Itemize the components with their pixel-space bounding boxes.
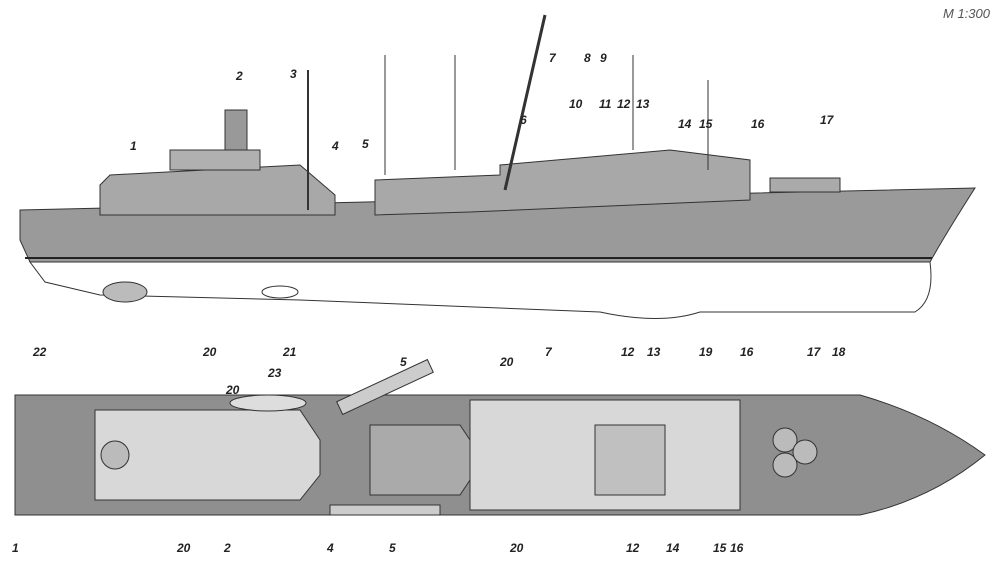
callout-side-18: 18: [832, 345, 846, 359]
callout-plan-13: 13: [647, 345, 661, 359]
plan-liferafts-stbd: [329, 504, 441, 516]
callout-side-9: 9: [600, 51, 607, 65]
callout-side-10: 10: [569, 97, 583, 111]
plan-rbu-2: [772, 452, 798, 478]
plan-superstructure-fore: [94, 409, 321, 501]
radar-mast: [224, 109, 248, 151]
propeller: [102, 281, 148, 303]
callout-plan-20: 20: [499, 355, 514, 369]
callout-plan-15: 15: [713, 541, 727, 555]
callout-plan-17: 17: [807, 345, 822, 359]
callout-plan-12: 12: [621, 345, 635, 359]
callout-side-2: 2: [235, 69, 243, 83]
callout-side-4: 4: [331, 139, 339, 153]
callout-side-12: 12: [617, 97, 631, 111]
callout-side-8: 8: [584, 51, 591, 65]
callout-side-7: 7: [549, 51, 557, 65]
plan-liferafts-port: [336, 358, 434, 416]
callout-plan-4: 4: [326, 541, 334, 555]
callout-side-19: 19: [699, 345, 713, 359]
plan-view: [14, 358, 986, 516]
callout-side-1: 1: [130, 139, 137, 153]
callout-plan-23: 23: [267, 366, 282, 380]
callout-plan-12: 12: [626, 541, 640, 555]
side-hull-underwater: [29, 261, 932, 319]
callout-plan-16: 16: [730, 541, 744, 555]
sonar-dome: [261, 285, 299, 299]
callout-plan-5: 5: [389, 541, 396, 555]
callout-side-5: 5: [362, 137, 369, 151]
callout-side-16: 16: [751, 117, 765, 131]
plan-deckhouse: [594, 424, 666, 496]
callout-plan-20: 20: [176, 541, 191, 555]
callout-plan-2: 2: [223, 541, 231, 555]
callout-plan-14: 14: [666, 541, 680, 555]
main-superstructure: [374, 149, 751, 216]
callout-plan-5: 5: [400, 355, 407, 369]
plan-rbu-3: [792, 439, 818, 465]
crane-mast: [503, 14, 547, 191]
callout-side-6: 6: [520, 113, 527, 127]
plan-rbu-1: [772, 427, 798, 453]
fore-superstructure: [99, 164, 336, 216]
callout-side-21: 21: [282, 345, 297, 359]
callout-side-22: 22: [32, 345, 47, 359]
callout-side-17: 17: [820, 113, 835, 127]
scale-label: M 1:300: [943, 6, 990, 21]
side-view: [19, 14, 976, 319]
callout-plan-20: 20: [509, 541, 524, 555]
plan-gun-aft: [100, 440, 130, 470]
callout-side-13: 13: [636, 97, 650, 111]
callout-side-11: 11: [599, 97, 612, 111]
plan-superstructure-main: [369, 424, 471, 496]
callout-plan-16: 16: [740, 345, 754, 359]
bridge-block: [169, 149, 261, 171]
callout-plan-20: 20: [225, 383, 240, 397]
callout-side-3: 3: [290, 67, 297, 81]
callout-plan-1: 1: [12, 541, 19, 555]
aft-deckhouse: [769, 177, 841, 193]
callout-plan-7: 7: [545, 345, 553, 359]
callout-side-14: 14: [678, 117, 692, 131]
plan-boat: [229, 394, 307, 412]
callout-side-15: 15: [699, 117, 713, 131]
callout-side-20: 20: [202, 345, 217, 359]
